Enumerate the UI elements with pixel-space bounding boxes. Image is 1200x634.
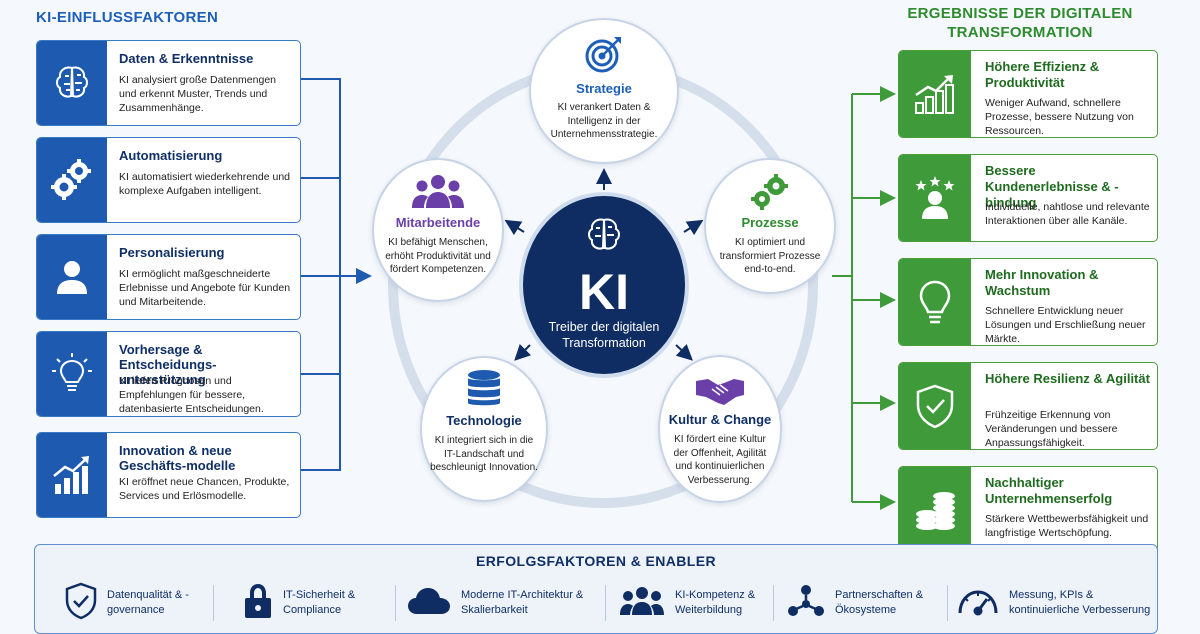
divider	[773, 585, 774, 621]
card-title: Höhere Resilienz & Agilität	[985, 371, 1150, 386]
enabler-it-architektur: Moderne IT-Architektur & Skalierbarkeit	[407, 581, 591, 625]
core-arrows	[504, 168, 704, 361]
gears-icon	[706, 174, 834, 215]
core-subtitle: Treiber der digitalen Transformation	[548, 320, 660, 350]
card-desc: KI automatisiert wiederkehrende und komp…	[119, 171, 291, 197]
customer-stars-icon	[899, 155, 971, 241]
node-prozesse: Prozesse KI optimiert und transformiert …	[704, 158, 836, 294]
node-desc: KI fördert eine Kultur der Offenheit, Ag…	[673, 434, 767, 486]
shield-check-icon	[65, 582, 97, 625]
database-icon	[422, 368, 546, 413]
target-icon	[531, 34, 677, 79]
card-title: Vorhersage & Entscheidungs-unterstützung	[119, 342, 217, 387]
node-desc: KI optimiert und transformiert Prozesse …	[719, 237, 821, 275]
bar-growth-icon	[899, 51, 971, 137]
card-title: Daten & Erkenntnisse	[119, 51, 254, 66]
people-icon	[374, 174, 502, 215]
node-title: Strategie	[576, 81, 632, 96]
right-connectors	[832, 86, 896, 510]
card-title: Automatisierung	[119, 148, 223, 163]
node-desc: KI integriert sich in die IT-Landschaft …	[430, 435, 538, 473]
card-desc: Stärkere Wettbewerbsfähigkeit und langfr…	[985, 513, 1149, 539]
card-kundenerlebnisse: Bessere Kundenerlebnisse & -bindung Indi…	[898, 154, 1158, 242]
node-mitarbeitende: Mitarbeitende KI befähigt Menschen, erhö…	[372, 158, 504, 302]
card-desc: KI eröffnet neue Chancen, Produkte, Serv…	[119, 476, 290, 502]
core-title: KI	[579, 264, 629, 320]
brain-icon	[523, 216, 685, 261]
cloud-icon	[407, 586, 451, 621]
card-unternehmenserfolg: Nachhaltiger Unternehmenserfolg Stärkere…	[898, 466, 1158, 554]
divider	[213, 585, 214, 621]
enabler-it-sicherheit: IT-Sicherheit & Compliance	[243, 581, 373, 625]
card-effizienz: Höhere Effizienz & Produktivität Weniger…	[898, 50, 1158, 138]
divider	[947, 585, 948, 621]
person-icon	[37, 235, 107, 319]
enabler-label: Datenqualität & -governance	[107, 589, 189, 616]
card-desc: KI liefert Prognosen und Empfehlungen fü…	[119, 375, 264, 415]
node-title: Technologie	[446, 413, 522, 428]
card-desc: KI ermöglicht maßgeschneiderte Erlebniss…	[119, 268, 291, 308]
card-title: Innovation & neue Geschäfts-modelle	[119, 443, 236, 473]
node-title: Prozesse	[741, 215, 799, 230]
core-ki: KI Treiber der digitalen Transformation	[519, 192, 689, 378]
node-title: Kultur & Change	[668, 412, 772, 427]
left-connectors	[301, 78, 372, 471]
card-desc: Schnellere Entwicklung neuer Lösungen un…	[985, 305, 1146, 345]
card-innovation-wachstum: Mehr Innovation & Wachstum Schnellere En…	[898, 258, 1158, 346]
enabler-label: Messung, KPIs & kontinuierliche Verbesse…	[1009, 589, 1151, 616]
card-desc: KI analysiert große Datenmengen und erke…	[119, 74, 277, 114]
node-desc: KI verankert Daten & Intelligenz in der …	[550, 102, 658, 140]
card-title: Personalisierung	[119, 245, 225, 260]
enabler-datenqualitaet: Datenqualität & -governance	[65, 581, 197, 625]
card-title: Nachhaltiger Unternehmenserfolg	[985, 475, 1113, 506]
enabler-ki-kompetenz: KI-Kompetenz & Weiterbildung	[619, 581, 771, 625]
gauge-icon	[957, 586, 999, 621]
card-title: Mehr Innovation & Wachstum	[985, 267, 1099, 298]
shield-check-icon	[899, 363, 971, 449]
network-icon	[787, 584, 825, 623]
right-section-title: ERGEBNISSE DER DIGITALEN TRANSFORMATION	[907, 5, 1133, 41]
card-personalisierung: Personalisierung KI ermöglicht maßgeschn…	[36, 234, 301, 320]
card-resilienz: Höhere Resilienz & Agilität Frühzeitige …	[898, 362, 1158, 450]
divider	[395, 585, 396, 621]
card-automatisierung: Automatisierung KI automatisiert wiederk…	[36, 137, 301, 223]
handshake-icon	[660, 373, 780, 412]
lightbulb-icon	[37, 332, 107, 416]
card-innovation: Innovation & neue Geschäfts-modelle KI e…	[36, 432, 301, 518]
divider	[605, 585, 606, 621]
node-strategie: Strategie KI verankert Daten & Intellige…	[529, 18, 679, 164]
enabler-title: ERFOLGSFAKTOREN & ENABLER	[476, 553, 716, 569]
card-desc: Individuelle, nahtlose und relevante Int…	[985, 201, 1150, 227]
card-daten-erkenntnisse: Daten & Erkenntnisse KI analysiert große…	[36, 40, 301, 126]
enabler-label: Moderne IT-Architektur & Skalierbarkeit	[461, 589, 584, 616]
card-desc: Weniger Aufwand, schnellere Prozesse, be…	[985, 97, 1134, 137]
node-title: Mitarbeitende	[395, 215, 481, 230]
growth-chart-icon	[37, 433, 107, 517]
card-desc: Frühzeitige Erkennung von Veränderungen …	[985, 409, 1118, 449]
lightbulb-icon	[899, 259, 971, 345]
enabler-panel: ERFOLGSFAKTOREN & ENABLER Datenqualität …	[34, 544, 1158, 634]
enabler-partnerschaften: Partnerschaften & Ökosysteme	[787, 581, 935, 625]
enabler-label: Partnerschaften & Ökosysteme	[835, 589, 924, 616]
node-kultur: Kultur & Change KI fördert eine Kultur d…	[658, 355, 782, 503]
card-title: Bessere Kundenerlebnisse & -bindung	[985, 163, 1119, 210]
left-section-title: KI-EINFLUSSFAKTOREN	[36, 9, 219, 26]
node-technologie: Technologie KI integriert sich in die IT…	[420, 356, 548, 502]
node-desc: KI befähigt Menschen, erhöht Produktivit…	[385, 237, 491, 275]
enabler-label: IT-Sicherheit & Compliance	[283, 589, 356, 616]
card-vorhersage: Vorhersage & Entscheidungs-unterstützung…	[36, 331, 301, 417]
enabler-messung: Messung, KPIs & kontinuierliche Verbesse…	[957, 581, 1157, 625]
enabler-label: KI-Kompetenz & Weiterbildung	[675, 589, 756, 616]
card-title: Höhere Effizienz & Produktivität	[985, 59, 1100, 90]
team-icon	[619, 586, 665, 621]
gears-icon	[37, 138, 107, 222]
lock-icon	[243, 582, 273, 625]
coins-icon	[899, 467, 971, 553]
brain-icon	[37, 41, 107, 125]
